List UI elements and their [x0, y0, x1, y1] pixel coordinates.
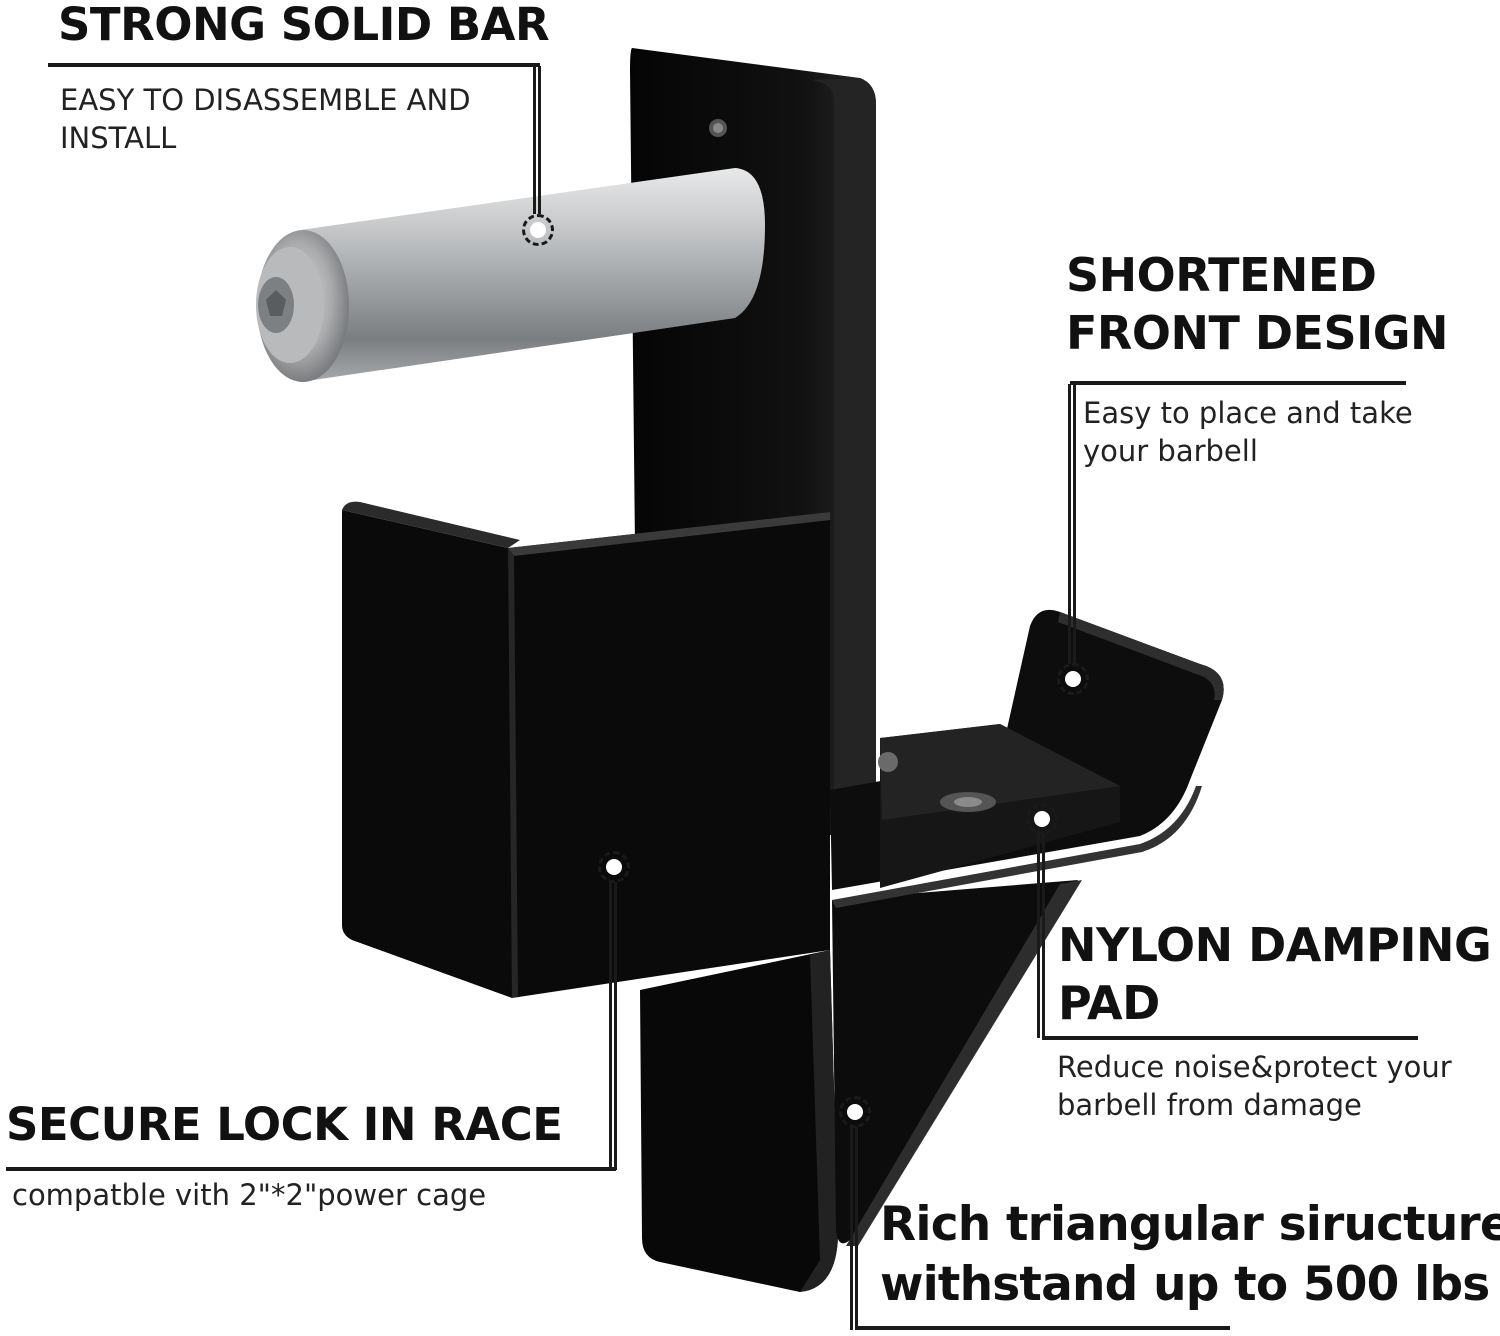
lock-marker	[598, 851, 630, 883]
damping-pad-rule	[1042, 1036, 1418, 1040]
damping-pad-leader	[1037, 834, 1045, 1038]
front-design-rule	[1070, 381, 1406, 385]
solid-bar-rule	[48, 63, 540, 67]
lock-title: SECURE LOCK IN RACE	[6, 1098, 563, 1151]
solid-bar-marker	[522, 214, 554, 246]
lock-rule	[6, 1167, 616, 1171]
front-design-marker	[1057, 663, 1089, 695]
lock-desc: compatble vith 2"*2"power cage	[12, 1178, 487, 1212]
triangle-title-line1: Rich triangular siructure	[880, 1197, 1500, 1252]
solid-bar-title: STRONG SOLID BAR	[58, 0, 550, 51]
damping-pad-desc: Reduce noise&protect your barbell from d…	[1057, 1050, 1452, 1123]
damping-pad-marker	[1026, 803, 1058, 835]
front-design-leader	[1068, 384, 1076, 664]
front-design-desc: Easy to place and take your barbell	[1083, 396, 1413, 469]
triangle-rule	[858, 1326, 1230, 1330]
sleeve-bracket	[342, 501, 830, 998]
triangle-title-line2: withstand up to 500 lbs	[880, 1257, 1490, 1312]
front-design-title-line2: FRONT DESIGN	[1066, 306, 1448, 360]
triangle-leader	[850, 1127, 858, 1330]
solid-bar-desc: EASY TO DISASSEMBLE AND INSTALL	[60, 83, 471, 155]
lower-plate	[640, 950, 839, 1292]
front-design-title-line1: SHORTENED	[1066, 248, 1377, 302]
triangle-marker	[839, 1096, 871, 1128]
lock-leader	[609, 882, 617, 1170]
damping-pad-title-line2: PAD	[1058, 976, 1160, 1030]
j-hook	[830, 609, 1224, 908]
solid-bar	[256, 168, 765, 382]
damping-pad-title-line1: NYLON DAMPING	[1058, 918, 1492, 972]
triangular-support	[832, 880, 1082, 1246]
solid-bar-leader	[533, 66, 541, 214]
